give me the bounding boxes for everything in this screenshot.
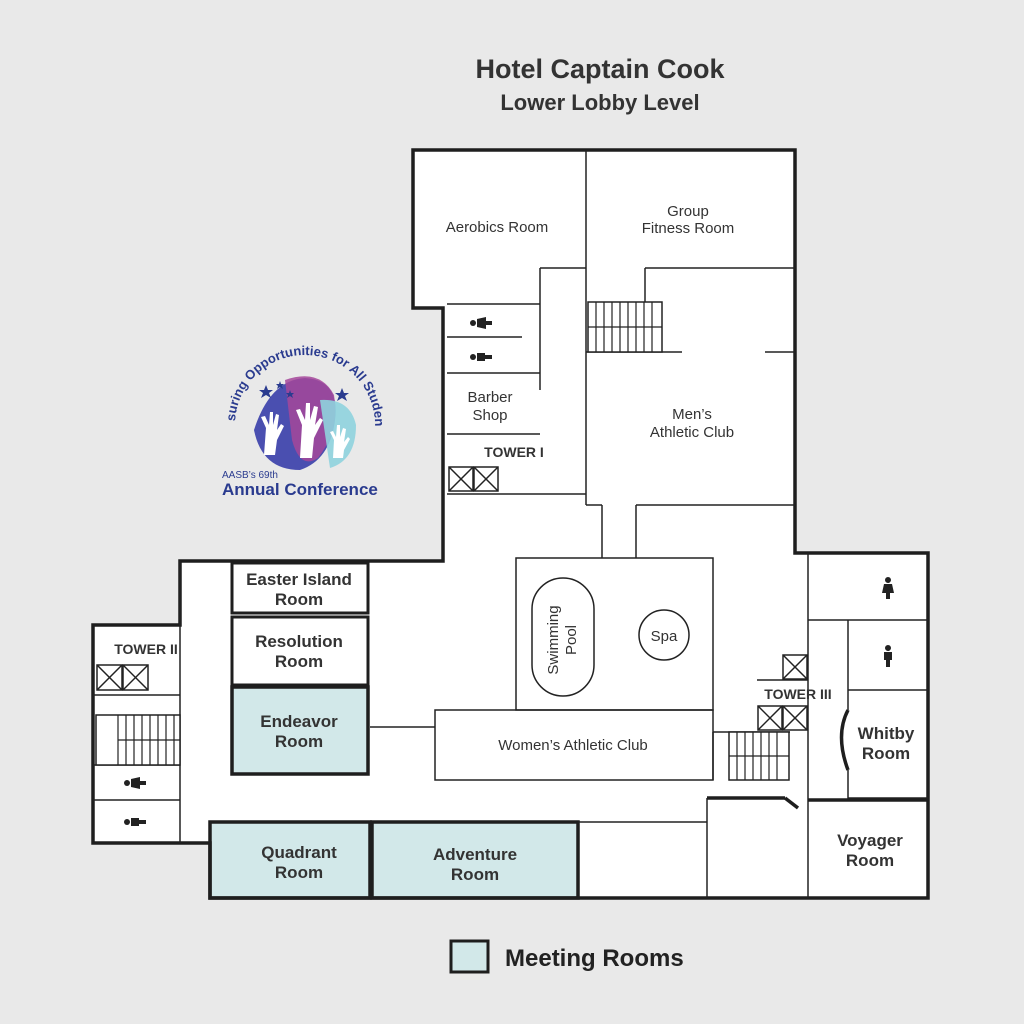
- heavy-interior-walls: [707, 709, 928, 810]
- group-fitness-label-1: Group: [667, 203, 709, 220]
- voyager-label-1: Voyager: [837, 831, 903, 850]
- barber-shop-label-2: Shop: [472, 407, 507, 424]
- whitby-label-2: Room: [862, 744, 910, 763]
- outer-wall: [91, 148, 930, 900]
- group-fitness-label-2: Fitness Room: [642, 220, 735, 237]
- logo-arc-text: Ensuring Opportunities for All Students: [0, 0, 387, 427]
- resolution-label-1: Resolution: [255, 632, 343, 651]
- barber-shop-label-1: Barber: [467, 389, 512, 406]
- elevator-icon: [757, 654, 808, 731]
- adventure-label-1: Adventure: [433, 845, 517, 864]
- whitby-label-1: Whitby: [858, 724, 915, 743]
- endeavor-label-2: Room: [275, 732, 323, 751]
- conference-logo: Ensuring Opportunities for All Students …: [0, 0, 387, 499]
- stairs-icon: [587, 301, 663, 353]
- endeavor-room: [230, 685, 370, 776]
- resolution-room: [230, 615, 370, 687]
- stairs-icon: [95, 714, 181, 766]
- stairs-icon: [728, 731, 790, 781]
- spa-label: Spa: [651, 628, 678, 645]
- spa: [638, 609, 690, 661]
- quadrant-label-1: Quadrant: [261, 843, 337, 862]
- page-subtitle: Lower Lobby Level: [500, 90, 699, 115]
- page-title: Hotel Captain Cook: [475, 54, 725, 84]
- elevator-icon: [448, 466, 499, 492]
- tower-2-label: TOWER II: [114, 641, 178, 657]
- easter-island-label-2: Room: [275, 590, 323, 609]
- swimming-pool: [531, 577, 595, 697]
- endeavor-label-1: Endeavor: [260, 712, 338, 731]
- easter-island-label-1: Easter Island: [246, 570, 352, 589]
- pool-label-2: Pool: [563, 625, 580, 655]
- legend-swatch: [449, 939, 490, 974]
- mens-club-label-2: Athletic Club: [650, 424, 734, 441]
- elevator-icon: [96, 664, 149, 691]
- mens-club-label-1: Men’s: [672, 406, 712, 423]
- svg-text:Ensuring Opportunities for All: Ensuring Opportunities for All Students: [0, 0, 387, 427]
- building-footprint: [93, 150, 928, 898]
- resolution-label-2: Room: [275, 652, 323, 671]
- quadrant-label-2: Room: [275, 863, 323, 882]
- voyager-label-2: Room: [846, 851, 894, 870]
- easter-island-room: [230, 561, 370, 615]
- adventure-label-2: Room: [451, 865, 499, 884]
- tower-3-label: TOWER III: [764, 686, 831, 702]
- pool-label-1: Swimming: [545, 605, 562, 674]
- legend-label: Meeting Rooms: [505, 945, 684, 972]
- womens-club-label: Women’s Athletic Club: [498, 737, 648, 754]
- tower-1-label: TOWER I: [484, 444, 544, 460]
- logo-line-1: AASB’s 69th: [222, 470, 278, 481]
- logo-line-2: Annual Conference: [222, 480, 378, 499]
- aerobics-room-label: Aerobics Room: [446, 219, 549, 236]
